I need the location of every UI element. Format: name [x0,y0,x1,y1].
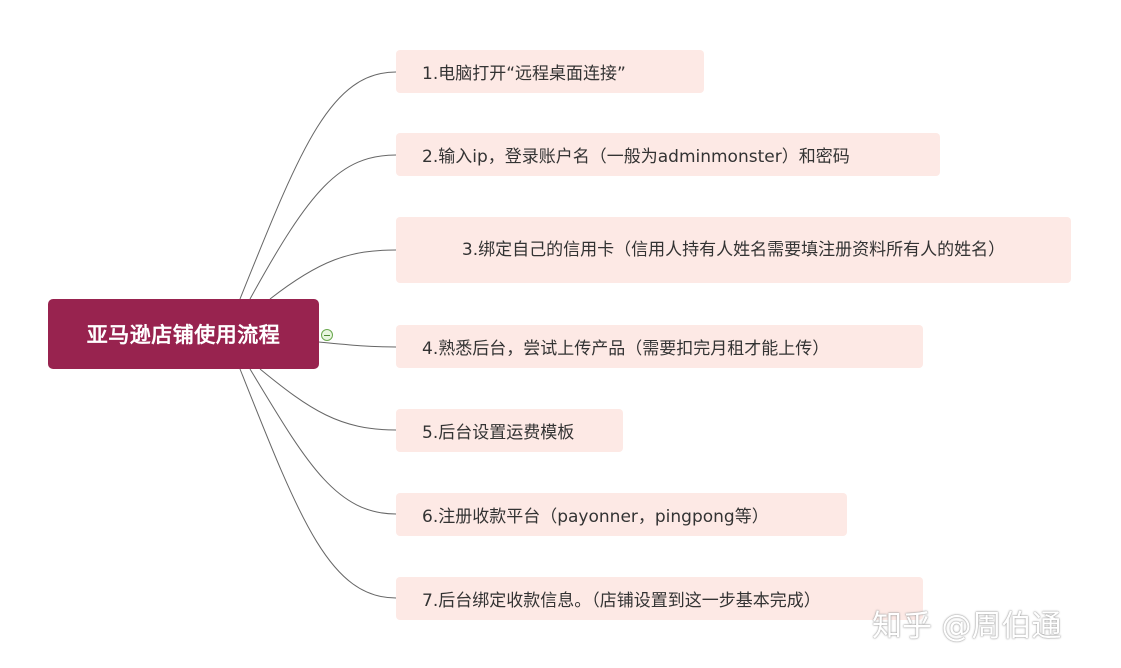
step-topic-7[interactable]: 7.后台绑定收款信息。（店铺设置到这一步基本完成） [396,577,923,620]
collapse-toggle-icon[interactable] [321,329,333,341]
step-topic-3[interactable]: 3.绑定自己的信用卡（信用人持有人姓名需要填注册资料所有人的姓名） [396,217,1071,283]
connector-step-7 [239,368,397,599]
root-topic-label: 亚马逊店铺使用流程 [86,323,281,347]
connector-step-1 [239,71,397,300]
step-topic-6[interactable]: 6.注册收款平台（payonner，pingpong等） [396,493,847,536]
step-topic-label: 6.注册收款平台（payonner，pingpong等） [422,507,769,527]
step-topic-label: 7.后台绑定收款信息。（店铺设置到这一步基本完成） [422,591,821,611]
step-topic-5[interactable]: 5.后台设置运费模板 [396,409,623,452]
connector-step-3 [269,249,397,300]
connector-step-6 [249,368,397,515]
step-topic-4[interactable]: 4.熟悉后台，尝试上传产品（需要扣完月租才能上传） [396,325,923,368]
watermark-text: 知乎 @周伯通 [872,609,1062,644]
watermark: 知乎 @周伯通 [872,601,1102,645]
step-topic-label: 1.电脑打开“远程桌面连接” [422,64,626,84]
step-topic-label: 4.熟悉后台，尝试上传产品（需要扣完月租才能上传） [422,339,830,359]
step-topic-2[interactable]: 2.输入ip，登录账户名（一般为adminmonster）和密码 [396,133,940,176]
step-topic-1[interactable]: 1.电脑打开“远程桌面连接” [396,50,704,93]
root-topic[interactable]: 亚马逊店铺使用流程 [48,299,319,369]
connector-step-2 [249,154,397,300]
step-topic-label: 3.绑定自己的信用卡（信用人持有人姓名需要填注册资料所有人的姓名） [461,240,1006,260]
connector-step-4 [318,341,397,348]
connector-step-5 [259,368,397,431]
step-topic-label: 2.输入ip，登录账户名（一般为adminmonster）和密码 [422,147,850,167]
step-topic-label: 5.后台设置运费模板 [422,423,575,443]
